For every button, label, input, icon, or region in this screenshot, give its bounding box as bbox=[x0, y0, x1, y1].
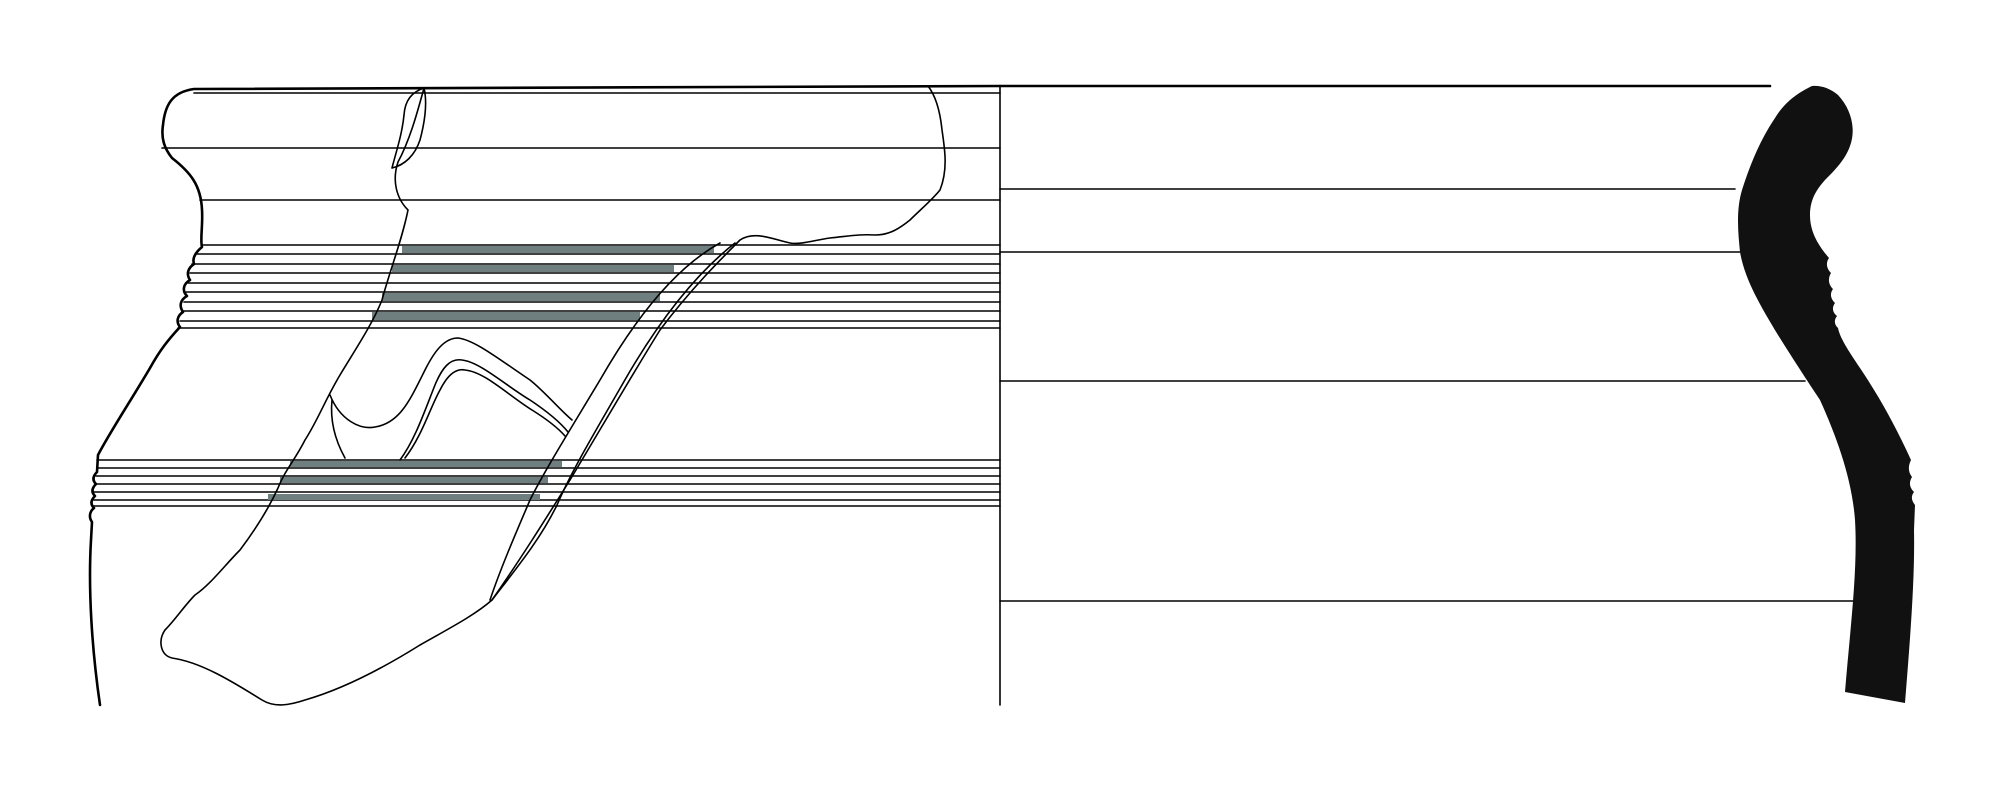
vessel-exterior-outline bbox=[88, 84, 1002, 707]
upper-groove-band bbox=[177, 244, 1001, 329]
relief-decoration-inner bbox=[399, 359, 569, 461]
lower-groove-band bbox=[92, 459, 1001, 507]
glaze-band bbox=[372, 312, 640, 320]
glaze-band bbox=[402, 246, 714, 253]
glaze-band bbox=[280, 477, 548, 483]
glaze-band bbox=[382, 293, 660, 301]
relief-decoration-base bbox=[330, 399, 346, 459]
rim-break-strip bbox=[391, 87, 427, 169]
glaze-band bbox=[392, 265, 674, 272]
sherd-fragment-outline bbox=[160, 85, 946, 706]
interior-view bbox=[998, 84, 1856, 602]
glaze-bands bbox=[268, 246, 714, 500]
wall-section-profile bbox=[1738, 85, 1915, 703]
exterior-view bbox=[88, 84, 1002, 707]
glaze-band bbox=[268, 494, 540, 500]
glaze-band bbox=[290, 461, 562, 467]
relief-decoration bbox=[329, 337, 573, 429]
